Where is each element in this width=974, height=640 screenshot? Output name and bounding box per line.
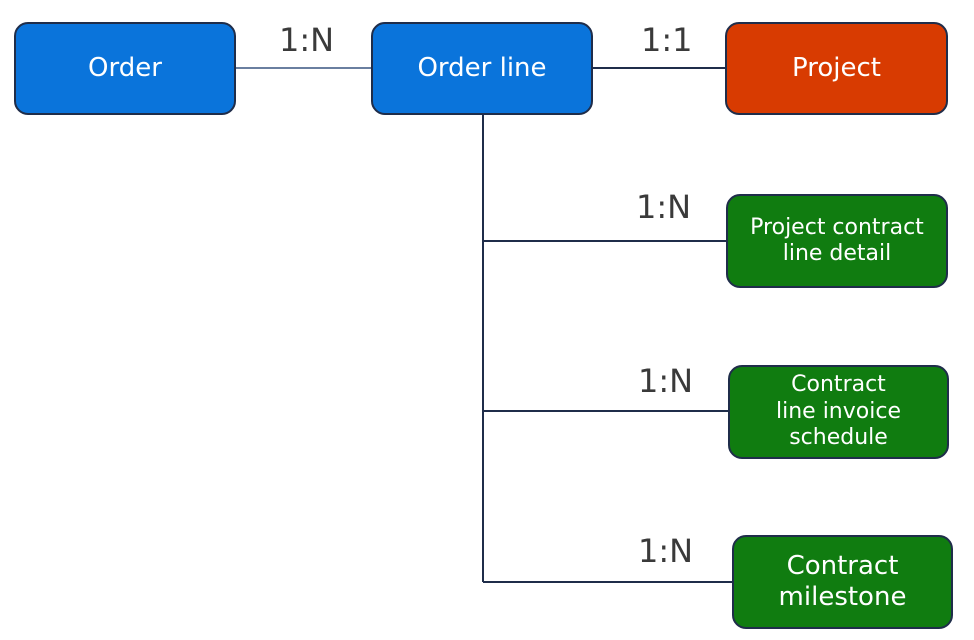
node-contract-milestone[interactable]: Contract milestone xyxy=(732,535,953,629)
node-project[interactable]: Project xyxy=(725,22,948,115)
node-contract-line-invoice-schedule-label-line-1: Contract xyxy=(791,372,886,398)
node-contract-milestone-label-line-1: Contract xyxy=(786,550,899,581)
cardinality-order-to-order-line: 1:N xyxy=(279,21,335,59)
node-contract-line-invoice-schedule-label-line-3: schedule xyxy=(789,425,888,451)
cardinality-order-line-to-contract-milestone: 1:N xyxy=(638,532,694,570)
cardinality-order-line-to-contract-line-invoice-schedule: 1:N xyxy=(638,362,694,400)
node-project-label: Project xyxy=(792,52,881,83)
node-project-contract-line-detail[interactable]: Project contract line detail xyxy=(726,194,948,288)
node-contract-milestone-label-line-2: milestone xyxy=(778,582,907,612)
node-contract-line-invoice-schedule[interactable]: Contract line invoice schedule xyxy=(728,365,949,459)
cardinality-order-line-to-project-contract-line-detail: 1:N xyxy=(636,188,692,226)
cardinality-order-line-to-project: 1:1 xyxy=(641,21,693,59)
node-project-contract-line-detail-label-line-1: Project contract xyxy=(750,214,924,240)
node-contract-line-invoice-schedule-label-line-2: line invoice xyxy=(776,398,901,424)
node-project-contract-line-detail-label-line-2: line detail xyxy=(782,241,892,266)
node-order-line[interactable]: Order line xyxy=(371,22,593,115)
node-order[interactable]: Order xyxy=(14,22,236,115)
node-order-line-label: Order line xyxy=(417,52,547,83)
node-order-label: Order xyxy=(88,52,162,83)
